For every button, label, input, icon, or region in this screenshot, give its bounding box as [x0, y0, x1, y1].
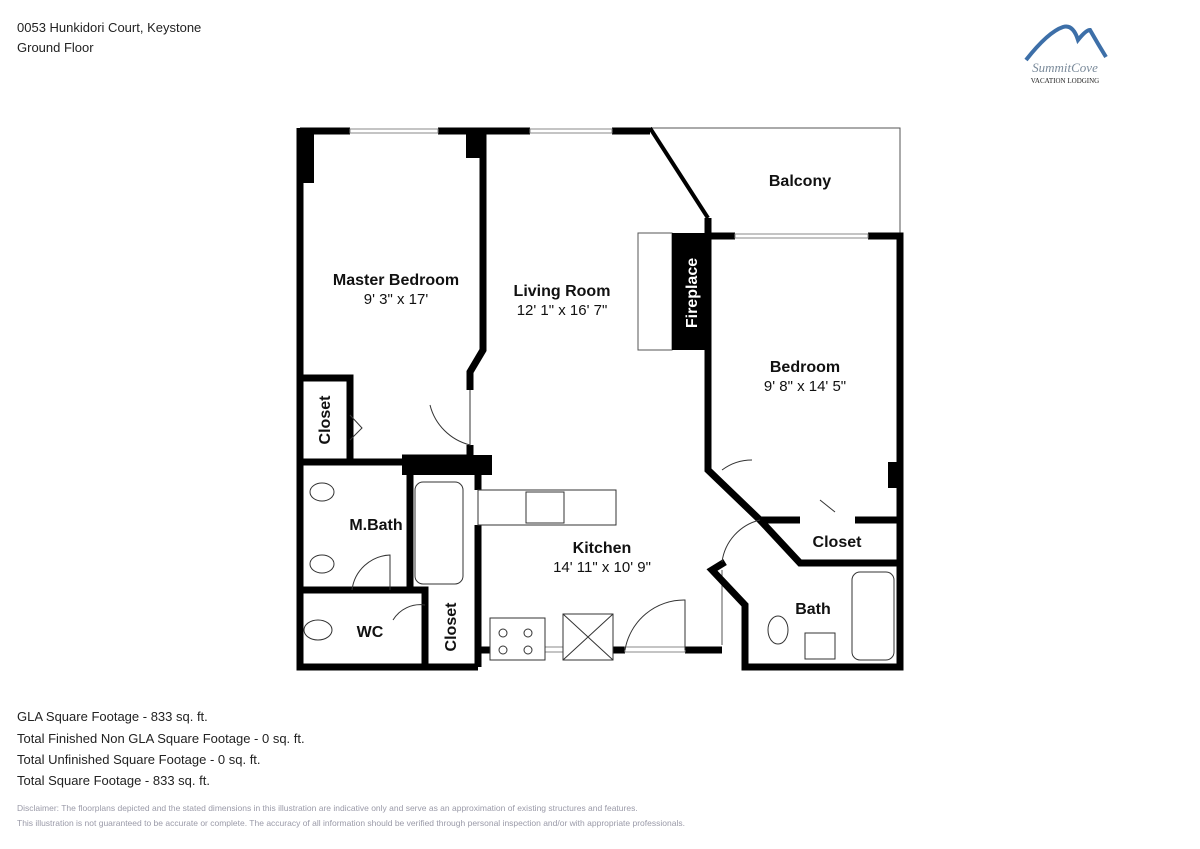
- kitchen-label: Kitchen: [573, 540, 632, 557]
- master-bedroom-dims: 9' 3" x 17': [364, 291, 429, 308]
- bath-label: Bath: [795, 601, 831, 618]
- fireplace: [672, 233, 708, 350]
- svg-text:SummitCove: SummitCove: [1032, 60, 1098, 75]
- sink-icon: [525, 491, 565, 524]
- bathtub-bath: [851, 571, 895, 661]
- disclaimer-line-2: This illustration is not guaranteed to b…: [17, 818, 685, 828]
- bedroom-dims: 9' 8" x 14' 5": [764, 378, 846, 395]
- fireplace-hearth: [637, 232, 673, 351]
- stove-icon: [489, 617, 546, 661]
- living-room-dims: 12' 1" x 16' 7": [517, 302, 608, 319]
- total-footage: Total Square Footage - 833 sq. ft.: [17, 773, 210, 788]
- disclaimer-line-1: Disclaimer: The floorplans depicted and …: [17, 803, 638, 813]
- wc-label: WC: [357, 624, 384, 641]
- unfinished-footage: Total Unfinished Square Footage - 0 sq. …: [17, 752, 261, 767]
- wc-closet-label: Closet: [443, 602, 460, 652]
- balcony-outline: [650, 127, 901, 236]
- summitcove-logo: SummitCove VACATION LODGING: [1024, 24, 1108, 85]
- bedroom-label: Bedroom: [770, 359, 840, 376]
- balcony-label: Balcony: [769, 173, 831, 190]
- fireplace-label: Fireplace: [684, 258, 701, 328]
- toilet-wc: [303, 619, 333, 641]
- non-gla-footage: Total Finished Non GLA Square Footage - …: [17, 731, 305, 746]
- kitchen-dims: 14' 11" x 10' 9": [553, 559, 651, 576]
- master-closet-label: Closet: [317, 395, 334, 445]
- bedroom-closet-label: Closet: [813, 534, 863, 551]
- master-bedroom-label: Master Bedroom: [333, 272, 459, 289]
- toilet-bath: [767, 615, 789, 645]
- svg-text:VACATION LODGING: VACATION LODGING: [1031, 77, 1100, 85]
- floor-name: Ground Floor: [17, 40, 94, 55]
- living-room-label: Living Room: [514, 283, 611, 300]
- gla-footage: GLA Square Footage - 833 sq. ft.: [17, 709, 208, 724]
- floor-plan: Master Bedroom 9' 3" x 17' Living Room 1…: [296, 126, 904, 671]
- address: 0053 Hunkidori Court, Keystone: [17, 20, 202, 35]
- bathtub-master: [414, 481, 464, 585]
- mbath-label: M.Bath: [349, 517, 402, 534]
